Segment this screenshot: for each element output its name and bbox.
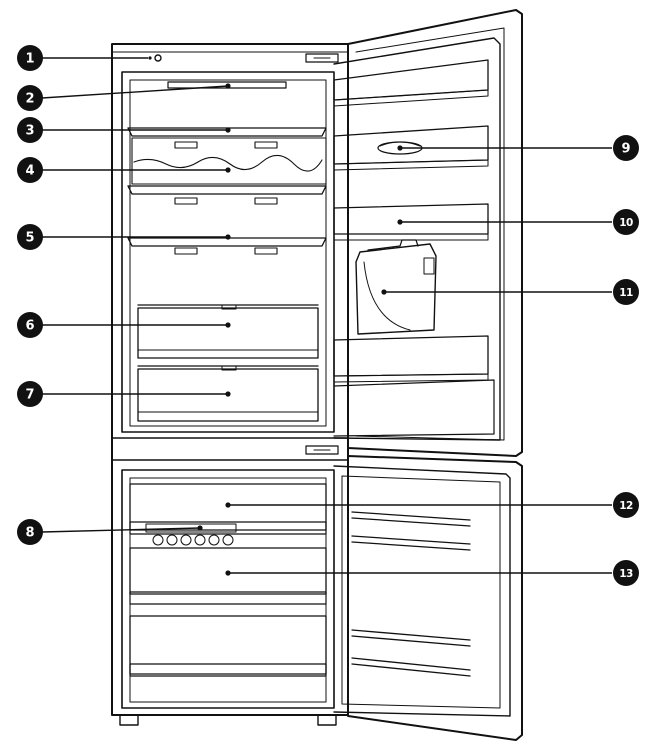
freezer-compartment (121, 469, 335, 709)
callout-12-number: 12 (619, 500, 633, 512)
leader-dots (197, 83, 403, 576)
callout-8: 8 (17, 519, 43, 545)
callout-3: 3 (17, 117, 43, 143)
glass-shelf-1 (127, 127, 327, 137)
callout-10-number: 10 (619, 217, 633, 229)
callout-2-number: 2 (25, 92, 34, 107)
freezer-drawer-2 (129, 547, 327, 605)
fridge-door (333, 9, 523, 457)
water-tank (355, 239, 437, 335)
foot-left (119, 714, 139, 726)
cabinet-outline (111, 43, 349, 716)
freezer-drawer-3 (129, 615, 327, 677)
callout-5-number: 5 (25, 231, 34, 246)
callout-9: 9 (613, 135, 639, 161)
callout-4: 4 (17, 157, 43, 183)
callout-1: 1 (17, 45, 43, 71)
callout-13: 13 (613, 560, 639, 586)
callout-12: 12 (613, 492, 639, 518)
glass-shelf-2 (127, 185, 327, 205)
display-panel (305, 53, 339, 63)
callout-11: 11 (613, 279, 639, 305)
foot-right (317, 714, 337, 726)
callout-9-number: 9 (621, 142, 630, 157)
freezer-door-outline (347, 455, 523, 741)
callout-10: 10 (613, 209, 639, 235)
callout-11-number: 11 (619, 287, 633, 299)
vegetable-drawer-1 (137, 304, 319, 359)
door-bin-5 (333, 379, 495, 437)
callout-7-number: 7 (25, 388, 34, 403)
callout-5: 5 (17, 224, 43, 250)
callout-6: 6 (17, 312, 43, 338)
callout-3-number: 3 (25, 124, 34, 139)
door-bin-1 (333, 59, 489, 107)
sensor-icon (154, 54, 162, 62)
fridge-door-outline (347, 9, 523, 457)
glass-shelf-3 (127, 237, 327, 255)
callout-2: 2 (17, 85, 43, 111)
door-bin-4 (333, 335, 489, 383)
leader-lines (41, 57, 612, 574)
freezer-door (333, 455, 523, 741)
callout-7: 7 (17, 381, 43, 407)
callout-1-number: 1 (25, 52, 34, 67)
freezer-drawer-1 (129, 483, 327, 546)
fridge-compartment (121, 71, 335, 433)
callout-8-number: 8 (25, 526, 34, 541)
vegetable-drawer-2 (137, 365, 319, 422)
callout-6-number: 6 (25, 319, 34, 334)
fridge-cabinet (111, 43, 349, 726)
fresh-box (131, 137, 327, 185)
callout-13-number: 13 (619, 568, 633, 580)
callout-4-number: 4 (25, 164, 34, 179)
